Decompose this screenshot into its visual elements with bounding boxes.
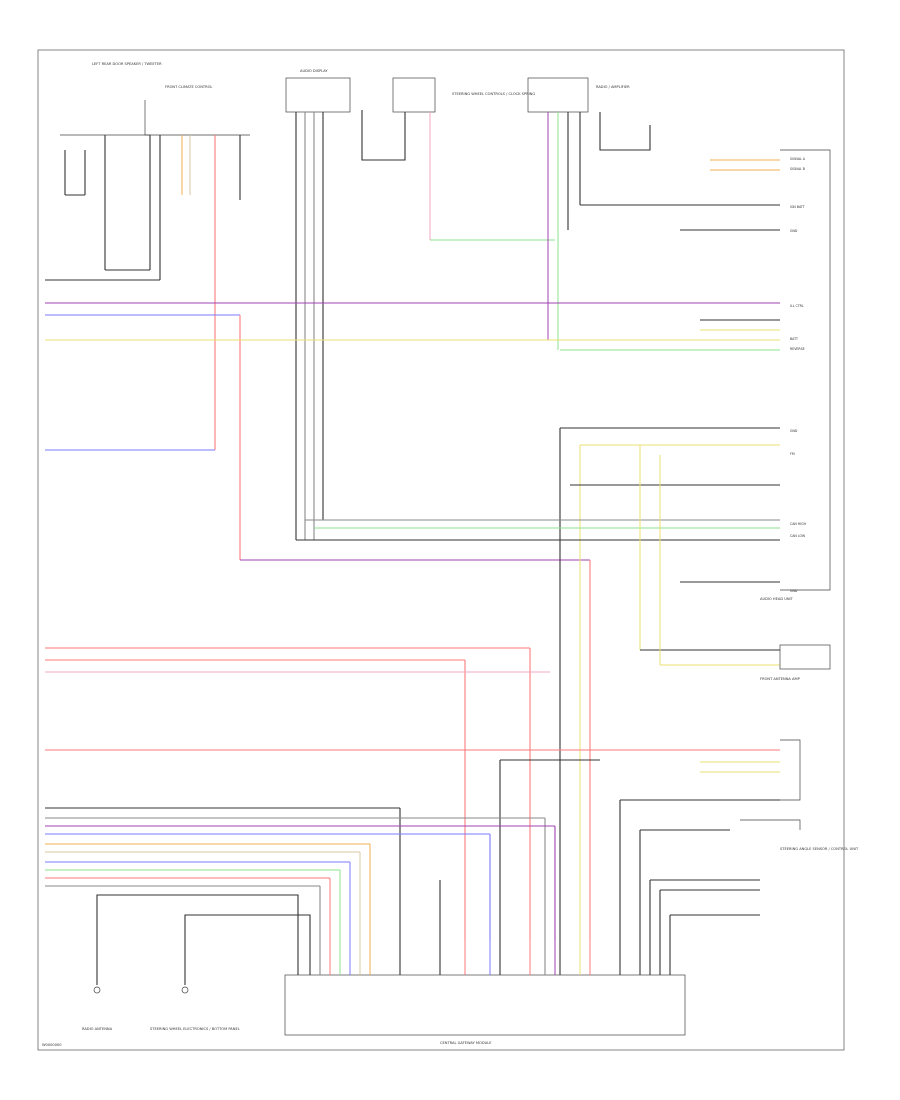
top-left-component: LEFT REAR DOOR SPEAKER / TWEETER <box>60 62 162 271</box>
terminal-11: FM <box>790 452 795 456</box>
audio-display: AUDIO DISPLAY <box>285 69 351 540</box>
radio-amplifier: RADIO / AMPLIFIER <box>527 77 780 350</box>
terminal-9b: GND <box>790 429 798 433</box>
diagram-frame <box>37 49 845 1051</box>
gateway-right-label: STEERING ANGLE SENSOR / CONTROL UNIT <box>780 847 859 851</box>
central-module-label: CENTRAL GATEWAY MODULE <box>440 1041 492 1045</box>
steering-ctrl-box <box>392 77 436 113</box>
terminal-5: CAN LOW <box>790 534 806 538</box>
top-left-component-label: LEFT REAR DOOR SPEAKER / TWEETER <box>92 62 162 66</box>
terminal-6: ILL CTRL <box>790 304 804 308</box>
audio-head-unit-label: AUDIO HEAD UNIT <box>760 597 794 601</box>
radio-antenna: RADIO ANTENNA <box>82 986 113 1031</box>
terminal-1: SIGNAL B <box>790 167 805 171</box>
terminal-12: GND <box>790 589 798 593</box>
audio-head-unit: AUDIO HEAD UNIT SIGNAL A SIGNAL B IGN BA… <box>760 149 831 601</box>
steering-ctrl-label: STEERING WHEEL CONTROLS / CLOCK SPRING <box>452 92 535 96</box>
gateway-right: STEERING ANGLE SENSOR / CONTROL UNIT <box>740 819 859 851</box>
central-gateway-module: CENTRAL GATEWAY MODULE <box>284 974 686 1045</box>
front-climate-control: FRONT CLIMATE CONTROL <box>45 85 250 450</box>
steering-controls: STEERING WHEEL CONTROLS / CLOCK SPRING <box>361 77 555 241</box>
radio-antenna-label: RADIO ANTENNA <box>82 1027 113 1031</box>
front-antenna-label: FRONT ANTENNA AMP <box>760 677 801 681</box>
steering-electronics: STEERING WHEEL ELECTRONICS / BOTTOM PANE… <box>150 986 240 1031</box>
radio-amp-label: RADIO / AMPLIFIER <box>596 85 630 89</box>
front-antenna-box <box>779 644 831 670</box>
terminal-0: SIGNAL A <box>790 157 806 161</box>
steering-electronics-label: STEERING WHEEL ELECTRONICS / BOTTOM PANE… <box>150 1027 240 1031</box>
terminal-7: REVERSE <box>790 347 805 351</box>
front-climate-label: FRONT CLIMATE CONTROL <box>165 85 212 89</box>
audio-display-box <box>285 77 351 113</box>
terminal-2: IGN BATT <box>790 205 805 209</box>
central-module-box <box>284 974 686 1036</box>
front-antenna-amp: FRONT ANTENNA AMP <box>760 644 831 681</box>
terminal-9: GND <box>790 229 798 233</box>
terminal-8: BATT <box>790 337 798 341</box>
diagram-code: W0000000 <box>42 1043 62 1047</box>
audio-display-label: AUDIO DISPLAY <box>300 69 328 73</box>
terminal-4: CAN HIGH <box>790 522 807 526</box>
radio-amp-box <box>527 77 589 113</box>
